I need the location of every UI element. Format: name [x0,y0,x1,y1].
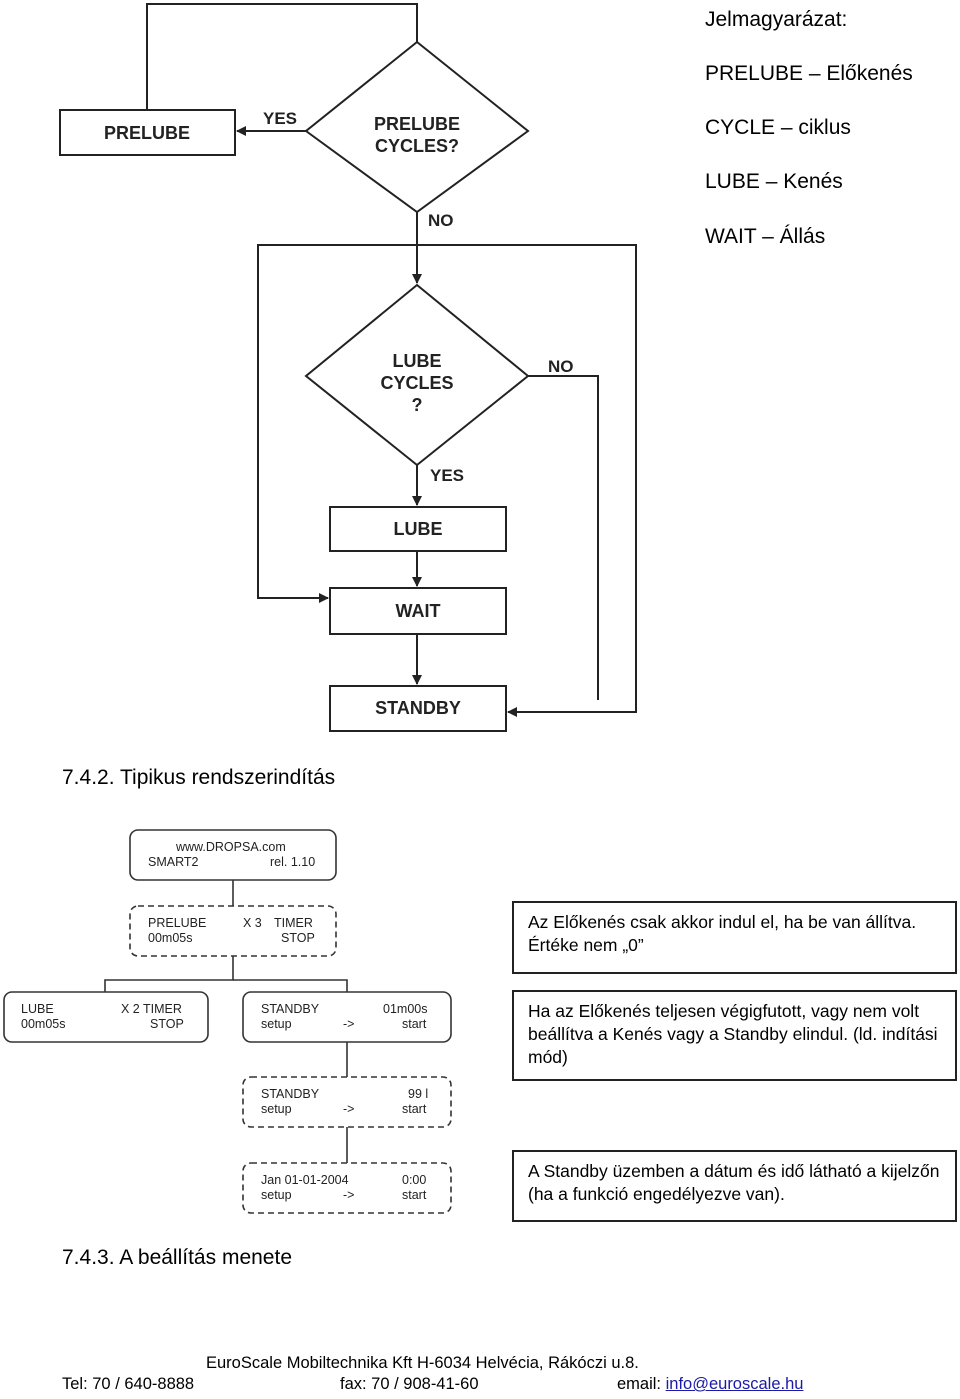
display-1-line2b: rel. 1.10 [270,855,315,869]
display-1-line2a: SMART2 [148,855,199,869]
display-5-line1b: 99 l [408,1087,428,1101]
section-heading-743: 7.4.3. A beállítás menete [62,1246,292,1269]
lube-decision-line3: ? [412,395,423,415]
display-4-line2a: setup [261,1017,292,1031]
lube-box-label: LUBE [394,519,443,539]
footer-email-label: email: [617,1375,662,1393]
display-5-line2a: setup [261,1102,292,1116]
no-label-1: NO [428,211,454,230]
left-loop-line [257,244,417,603]
prelube-box [59,109,236,156]
section-heading-742: 7.4.2. Tipikus rendszerindítás [62,766,336,789]
display-3-line1a: LUBE [21,1002,54,1016]
display-6-line2a: setup [261,1188,292,1202]
legend-item-wait: WAIT – Állás [705,225,826,248]
note-lube-start: Ha az Előkenés teljesen végigfutott, vag… [512,990,957,1081]
display-sequence: www.DROPSA.com SMART2 rel. 1.10 PRELUBE … [3,829,452,1214]
prelube-box-label: PRELUBE [104,123,190,143]
display-6-line1a: Jan 01-01-2004 [261,1173,349,1187]
display-4-line1a: STANDBY [261,1002,320,1016]
display-2-line1b: X 3 [243,916,262,930]
flowchart: PRELUBE PRELUBE CYCLES? YES NO LUBE CYCL… [59,3,637,732]
display-2-line2a: 00m05s [148,931,192,945]
display-3-line2b: STOP [150,1017,184,1031]
note-prelube: Az Előkenés csak akkor indul el, ha be v… [512,901,957,974]
legend-item-prelube: PRELUBE – Előkenés [705,62,913,85]
display-3 [3,991,209,1043]
standby-box [329,685,507,732]
right-loop-line [417,244,637,717]
display-2-line2c: STOP [281,931,315,945]
display-4-line2b: -> [343,1017,354,1031]
lube-decision-line1: LUBE [393,351,442,371]
legend-item-lube: LUBE – Kenés [705,170,843,193]
display-3-line1b: X 2 TIMER [121,1002,182,1016]
display-6-line2c: start [402,1188,427,1202]
lube-decision-line2: CYCLES [380,373,453,393]
display-2-line1a: PRELUBE [148,916,206,930]
connector-2b [233,979,348,992]
no-label-2: NO [548,357,574,376]
footer-tel: Tel: 70 / 640-8888 [62,1375,195,1393]
yes-label-2: YES [430,466,464,485]
legend-item-cycle: CYCLE – ciklus [705,116,851,139]
display-4-line2c: start [402,1017,427,1031]
display-3-line2a: 00m05s [21,1017,65,1031]
note-standby: A Standby üzemben a dátum és idő látható… [512,1150,957,1222]
display-1-line1: www.DROPSA.com [175,840,286,854]
display-5 [242,1076,452,1128]
display-6-line1b: 0:00 [402,1173,426,1187]
wait-box-label: WAIT [396,601,441,621]
feed-line [146,3,418,110]
display-5-line1a: STANDBY [261,1087,320,1101]
display-5-line2b: -> [343,1102,354,1116]
legend-title: Jelmagyarázat: [705,8,848,31]
display-5-line2c: start [402,1102,427,1116]
no-line-2 [528,375,599,700]
display-2-line1c: TIMER [274,916,313,930]
standby-box-label: STANDBY [375,698,461,718]
footer-email-block: email: info@euroscale.hu [617,1375,803,1394]
footer-email-link[interactable]: info@euroscale.hu [665,1375,804,1393]
prelube-decision-line1: PRELUBE [374,114,460,134]
footer-fax: fax: 70 / 908-41-60 [340,1375,479,1393]
footer-company: EuroScale Mobiltechnika Kft H-6034 Helvé… [206,1354,639,1372]
display-4-line1b: 01m00s [383,1002,427,1016]
yes-label-1: YES [263,109,297,128]
display-6 [242,1162,452,1214]
display-6-line2b: -> [343,1188,354,1202]
connector-2a [104,956,234,992]
prelube-decision-line2: CYCLES? [375,136,459,156]
